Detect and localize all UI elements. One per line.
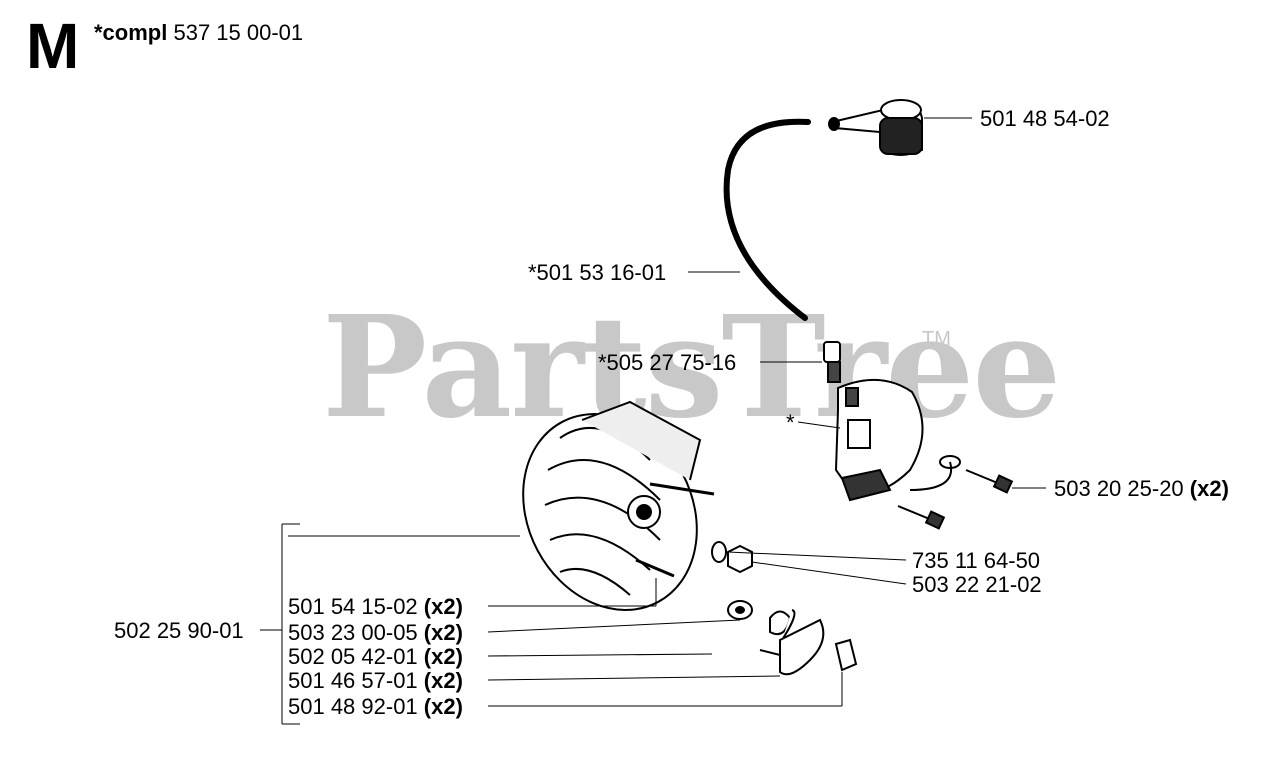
label-ignition-cable: *501 53 16-01 (528, 260, 667, 285)
part-a-qty: (x2) (423, 594, 463, 619)
part-c-number: 502 05 42-01 (288, 644, 418, 669)
small-parts (727, 600, 858, 676)
label-part-b: 503 23 00-05 (x2) (288, 622, 463, 644)
part-c-qty: (x2) (423, 644, 463, 669)
compl-prefix: *compl (94, 20, 168, 45)
module-screw-qty: (x2) (1189, 476, 1229, 501)
label-module-screw: 503 20 25-20 (x2) (1054, 478, 1229, 500)
part-b-number: 503 23 00-05 (288, 620, 418, 645)
leader-lines (260, 117, 1046, 725)
watermark: PartsTree (322, 286, 1061, 450)
washer-nut (711, 541, 753, 574)
flywheel (522, 400, 715, 611)
label-terminal: *505 27 75-16 (598, 350, 737, 375)
part-e-qty: (x2) (423, 694, 463, 719)
module-screws (897, 469, 1014, 530)
label-module-asterisk: * (786, 410, 795, 435)
module-screw-part: 503 20 25-20 (1054, 476, 1184, 501)
ignition-cable (723, 118, 811, 321)
spark-plug-cap (828, 99, 923, 156)
label-part-c: 502 05 42-01 (x2) (288, 646, 463, 668)
label-flywheel-assy: 502 25 90-01 (114, 618, 244, 643)
label-part-a: 501 54 15-02 (x2) (288, 596, 463, 618)
label-part-e: 501 48 92-01 (x2) (288, 696, 463, 718)
label-part-d: 501 46 57-01 (x2) (288, 670, 463, 692)
trademark-mark: TM (922, 328, 951, 350)
terminal-contact (823, 341, 841, 383)
ignition-module (834, 379, 961, 502)
section-letter: M (26, 10, 80, 82)
part-e-number: 501 48 92-01 (288, 694, 418, 719)
part-d-qty: (x2) (423, 668, 463, 693)
label-plug-cap: 501 48 54-02 (980, 106, 1110, 131)
part-d-number: 501 46 57-01 (288, 668, 418, 693)
label-nut: 503 22 21-02 (912, 572, 1042, 597)
label-washer: 735 11 64-50 (912, 548, 1041, 573)
part-b-qty: (x2) (423, 620, 463, 645)
part-a-number: 501 54 15-02 (288, 594, 418, 619)
complete-assembly-label: *compl 537 15 00-01 (94, 20, 303, 46)
compl-part-number: 537 15 00-01 (173, 20, 304, 45)
